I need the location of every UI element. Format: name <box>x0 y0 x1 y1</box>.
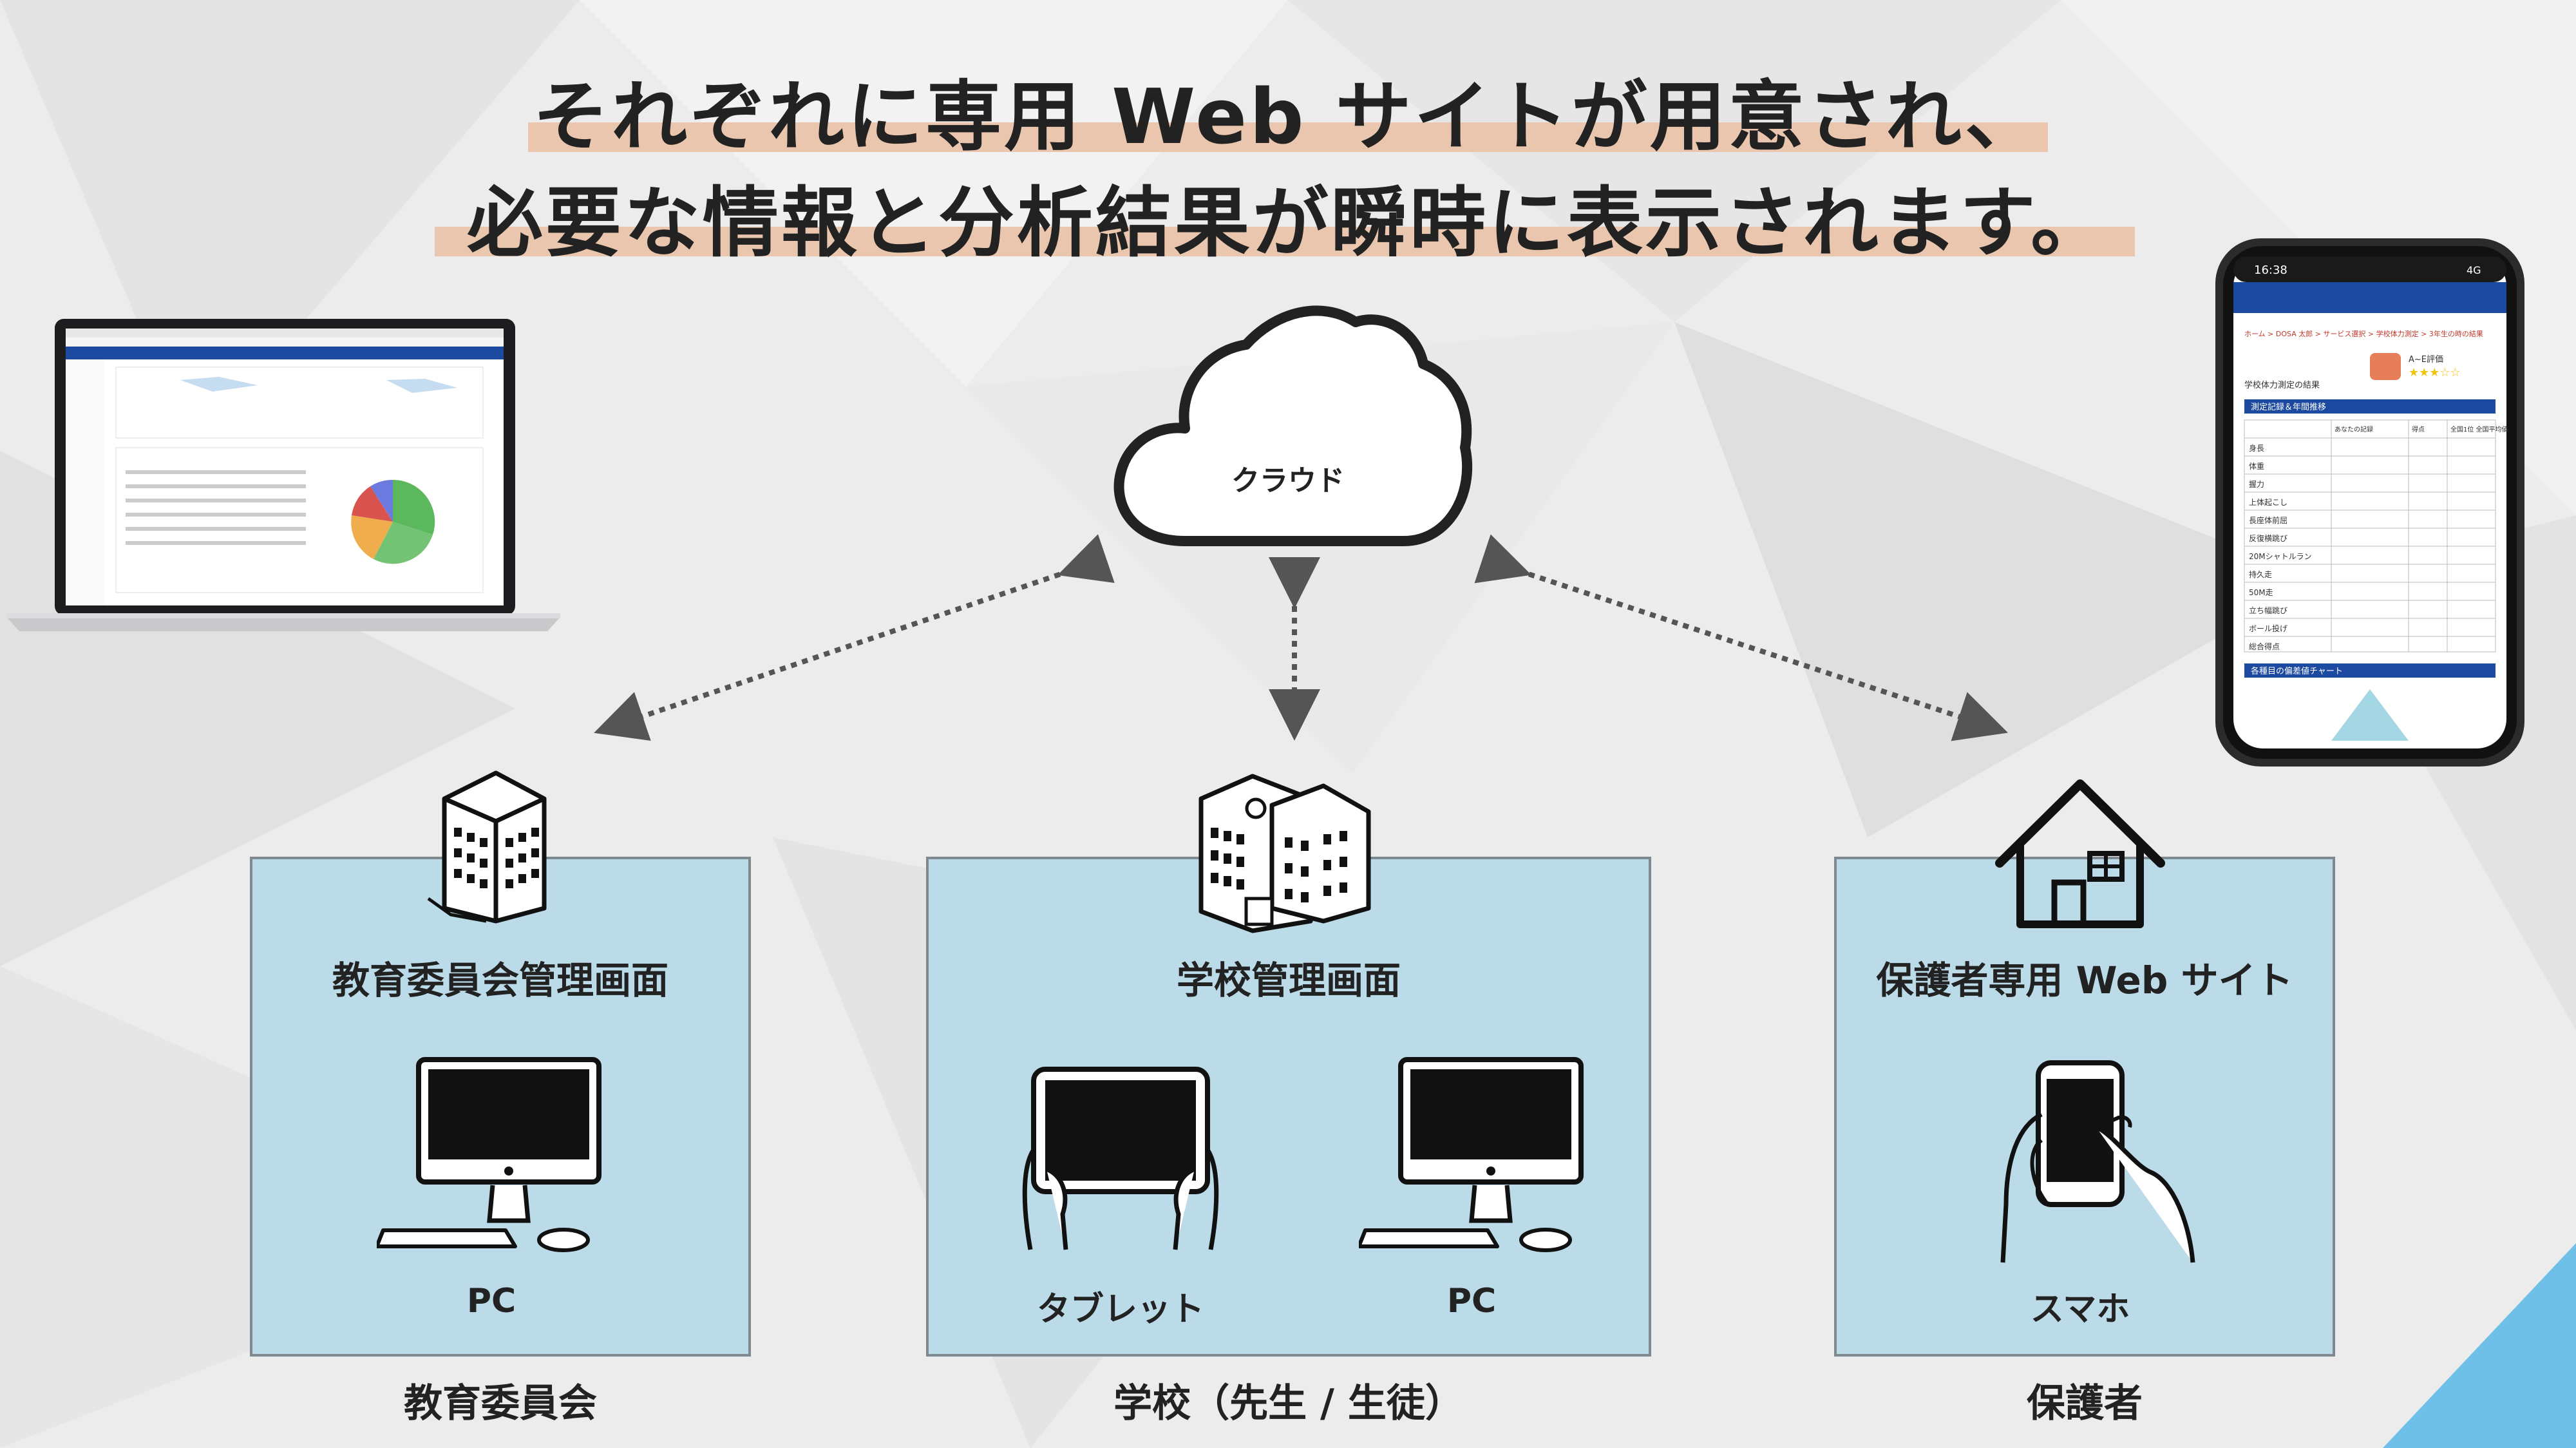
phone-rating-label: A~E評価 <box>2409 355 2443 365</box>
phone-row-label: ボール投げ <box>2249 624 2287 633</box>
device-label-tablet: タブレット <box>1036 1290 1204 1329</box>
phone-row-label: 持久走 <box>2249 569 2272 579</box>
phone-row-label: 上体起こし <box>2249 498 2287 507</box>
title-line-2: 必要な情報と分析結果が瞬時に表示されます。 <box>466 178 2110 267</box>
phone-row-label: 握力 <box>2249 479 2264 489</box>
phone-row-label: 総合得点 <box>2249 642 2280 651</box>
house-icon <box>1995 779 2165 928</box>
smartphone-hands-icon <box>2000 1060 2195 1263</box>
desktop-pc-icon-school <box>1359 1057 1584 1252</box>
title-highlight-1 <box>528 122 2048 152</box>
tablet-hands-icon <box>1022 1067 1219 1250</box>
phone-row-label: 反復横跳び <box>2249 533 2287 543</box>
heading-board-of-education: 教育委員会管理画面 <box>332 958 668 1002</box>
phone-row-label: 身長 <box>2249 443 2264 453</box>
heading-school: 学校管理画面 <box>1176 958 1401 1002</box>
device-label-pc-board: PC <box>466 1282 516 1320</box>
phone-row-label: 長座体前屈 <box>2249 515 2287 525</box>
phone-row-label: 20Mシャトルラン <box>2249 552 2312 561</box>
phone-row-label: 立ち幅跳び <box>2249 605 2287 615</box>
phone-row-label: 50M走 <box>2249 588 2273 597</box>
phone-screenshot: 16:38 4G ホーム > DOSA 太郎 > サービス選択 > 学校体力測定… <box>2215 238 2524 767</box>
title-highlight-2 <box>435 227 2135 256</box>
cloud-icon <box>1113 305 1473 546</box>
phone-row-label: 体重 <box>2249 462 2264 471</box>
phone-subtitle: 学校体力測定の結果 <box>2244 380 2320 390</box>
school-building-icon <box>1198 774 1371 933</box>
phone-network: 4G <box>2467 264 2481 276</box>
phone-section2: 各種目の偏差値チャート <box>2251 666 2343 676</box>
heading-parents: 保護者専用 Web サイト <box>1876 958 2293 1002</box>
device-label-smartphone: スマホ <box>2030 1290 2130 1329</box>
phone-col-header: あなたの記録 <box>2334 425 2373 433</box>
footer-board-of-education: 教育委員会 <box>404 1381 597 1426</box>
phone-col-header: 得点 <box>2412 426 2425 433</box>
phone-time: 16:38 <box>2254 263 2287 277</box>
phone-breadcrumb: ホーム > DOSA 太郎 > サービス選択 > 学校体力測定 > 3年生の時の… <box>2244 329 2483 338</box>
phone-section1: 測定記録＆年間推移 <box>2251 402 2326 412</box>
cloud-label: クラウド <box>1231 464 1345 497</box>
phone-col-header: 全国1位 全国平均値 <box>2450 425 2508 433</box>
corner-accent <box>2383 1243 2576 1448</box>
title-line-1: それぞれに専用 Web サイトが用意され、 <box>533 72 2043 161</box>
phone-rating-stars: ★★★☆☆ <box>2409 366 2461 379</box>
footer-parents: 保護者 <box>2027 1381 2143 1426</box>
laptop-screenshot <box>6 319 560 631</box>
device-label-pc-school: PC <box>1446 1282 1497 1320</box>
footer-school: 学校（先生 / 生徒） <box>1113 1381 1464 1426</box>
office-building-icon <box>427 770 547 924</box>
desktop-pc-icon <box>377 1057 601 1252</box>
